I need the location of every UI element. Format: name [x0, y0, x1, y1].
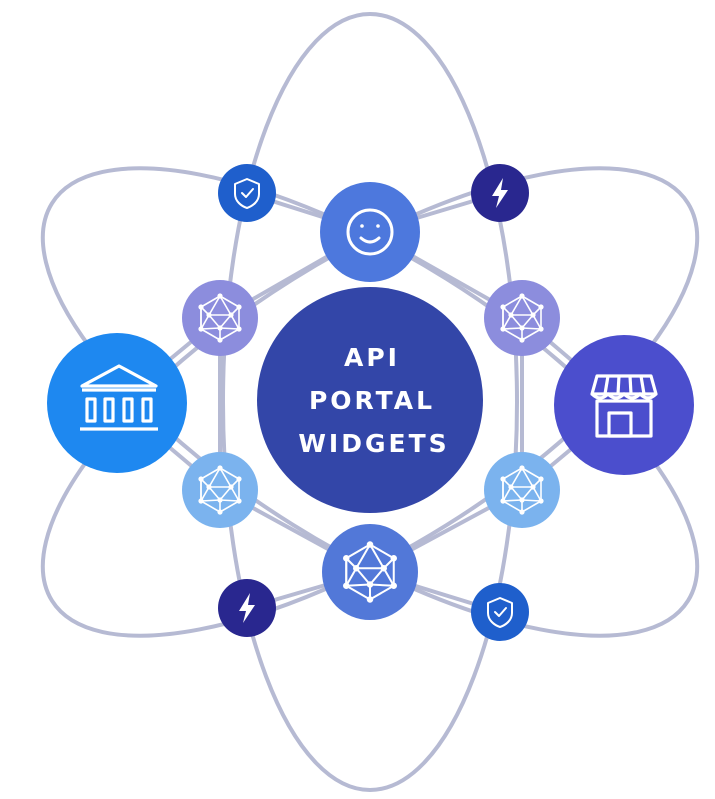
mesh-node-upper-left: [182, 280, 258, 356]
center-line-2: PORTAL: [309, 386, 435, 415]
mesh-node-upper-right: [484, 280, 560, 356]
orbit-vertical: [221, 12, 519, 792]
bank-icon: [80, 364, 158, 431]
mesh-node-lower-right: [484, 452, 560, 528]
orbit-diagonal-a: [40, 166, 700, 638]
smiley-icon: [346, 208, 394, 256]
store-hub: [554, 335, 694, 475]
bolt-badge-bottom-left: [218, 579, 276, 637]
orbits: [40, 12, 700, 792]
smiley-hub: [320, 182, 420, 282]
bank-hub: [47, 333, 187, 473]
center-line-1: API: [344, 343, 400, 372]
storefront-icon: [590, 374, 658, 438]
center-hub: API PORTAL WIDGETS: [257, 287, 483, 513]
shield-badge-top-left: [218, 164, 276, 222]
center-line-3: WIDGETS: [298, 429, 449, 458]
mesh-node-bottom: [322, 524, 418, 620]
orbit-diagonal-b: [40, 166, 700, 638]
shield-badge-bottom-right: [471, 583, 529, 641]
bolt-badge-top-right: [471, 164, 529, 222]
mesh-node-lower-left: [182, 452, 258, 528]
